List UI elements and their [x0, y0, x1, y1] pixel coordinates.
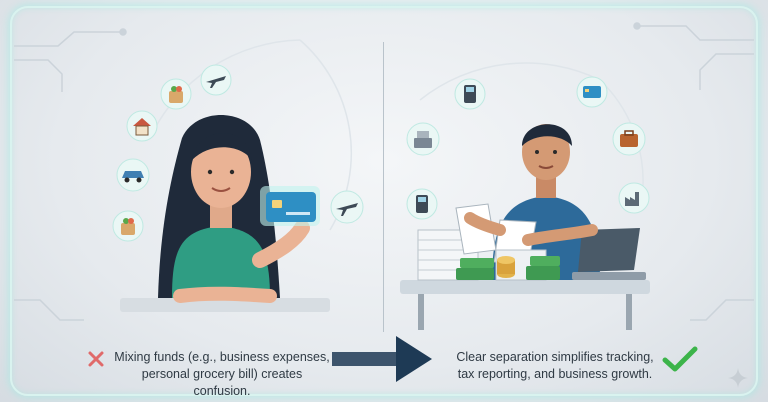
x-mark-icon: [88, 351, 104, 367]
left-caption: Mixing funds (e.g., business expenses, p…: [112, 349, 332, 400]
cash-stack: [456, 268, 494, 280]
card-terminal-icon: [454, 78, 486, 110]
cash-register-icon: [406, 122, 440, 156]
panel-divider: [383, 42, 384, 332]
woman-with-card-scene: [120, 114, 330, 312]
grocery-bag-icon: [112, 210, 144, 242]
man-with-documents-scene: [400, 124, 650, 330]
grocery-bag-icon: [160, 78, 192, 110]
shirt: [172, 226, 270, 298]
car-icon: [116, 158, 150, 192]
sparkle-icon: [728, 368, 748, 388]
briefcase-icon: [612, 122, 646, 156]
airplane-icon: [200, 64, 232, 96]
card-terminal-icon: [406, 188, 438, 220]
right-caption: Clear separation simplifies tracking, ta…: [455, 349, 655, 383]
check-mark-icon: [662, 346, 698, 372]
desk: [120, 298, 330, 312]
left-caption-line-1: Mixing funds (e.g., business expenses,: [114, 350, 330, 364]
cash-stack: [526, 266, 560, 280]
credit-card-icon: [576, 76, 608, 108]
glow-frame: [10, 6, 758, 396]
house-icon: [126, 110, 158, 142]
left-caption-line-2: personal grocery bill) creates confusion…: [141, 367, 303, 398]
factory-icon: [618, 182, 650, 214]
right-caption-line-2: tax reporting, and business growth.: [457, 367, 653, 381]
right-caption-line-1: Clear separation simplifies tracking,: [456, 350, 654, 364]
transition-arrow-icon: [332, 336, 432, 382]
face: [191, 136, 251, 208]
desk: [400, 280, 650, 294]
airplane-icon: [330, 190, 364, 224]
laptop: [578, 228, 640, 272]
